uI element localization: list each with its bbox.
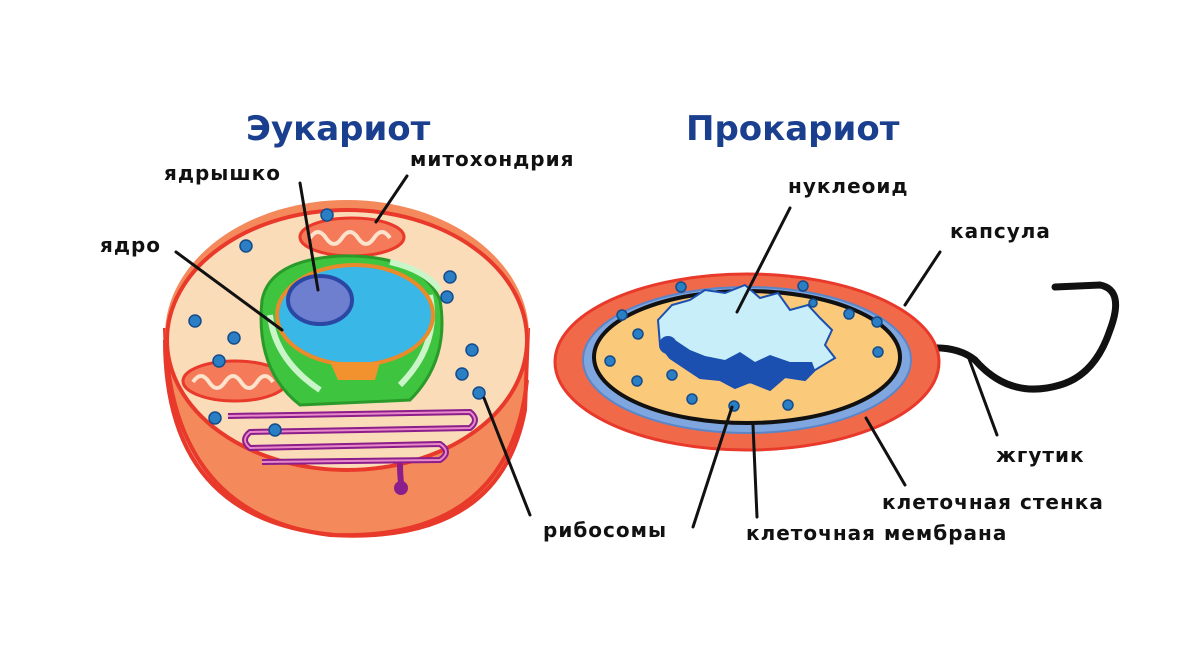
eukaryote-cell xyxy=(162,200,531,538)
nucleolus xyxy=(286,274,354,326)
label-cell-wall: клеточная стенка xyxy=(882,490,1104,514)
label-nucleolus: ядрышко xyxy=(164,161,281,185)
pointer-nucleoid xyxy=(735,206,792,314)
prokaryote-title: Прокариот xyxy=(686,109,900,149)
prokaryote-cell xyxy=(553,272,1120,452)
eukaryote-ribosomes xyxy=(188,208,486,437)
pointer-cell-membrane xyxy=(751,423,759,519)
pointer-cell-wall xyxy=(864,416,907,487)
label-ribosomes: рибосомы xyxy=(543,518,667,542)
label-cell-membrane: клеточная мембрана xyxy=(746,521,1007,545)
flagellum xyxy=(896,281,1120,393)
label-nucleoid: нуклеоид xyxy=(788,174,909,198)
pointer-capsule xyxy=(903,250,942,307)
pointer-ribosome-euk xyxy=(482,396,532,517)
label-mitochondrion: митохондрия xyxy=(410,147,574,171)
label-capsule: капсула xyxy=(950,219,1051,243)
label-flagellum: жгутик xyxy=(996,443,1085,467)
pointer-ribosome-pro xyxy=(691,405,734,529)
pointer-nucleolus xyxy=(298,181,320,292)
pointer-mitochondrion xyxy=(374,174,409,224)
pointer-nucleus xyxy=(174,250,284,332)
label-nucleus: ядро xyxy=(100,233,161,257)
prokaryote-ribosomes xyxy=(604,280,884,412)
pointer-flagellum xyxy=(966,354,999,437)
eukaryote-title: Эукариот xyxy=(246,109,431,149)
mitochondrion-top xyxy=(298,216,406,258)
